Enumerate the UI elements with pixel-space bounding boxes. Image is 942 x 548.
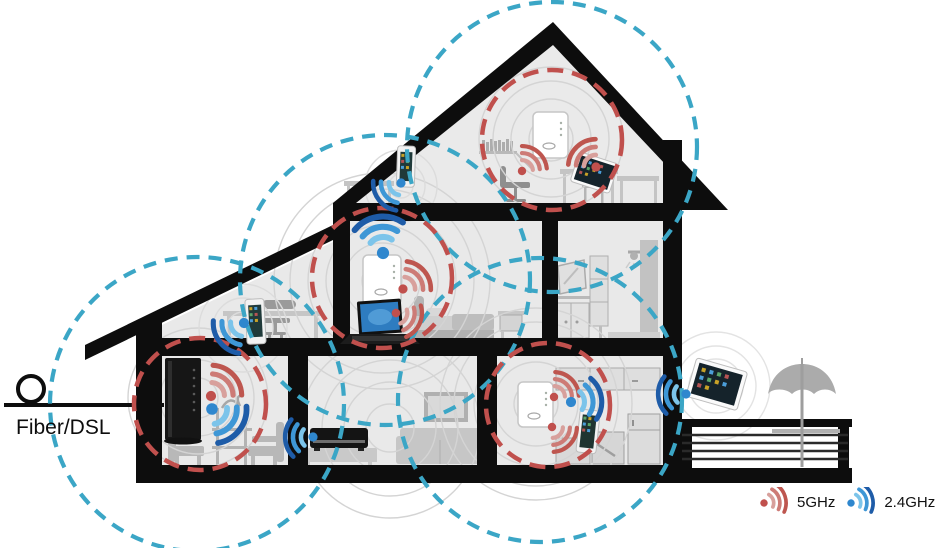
wifi-2-4ghz-signal-icon xyxy=(565,375,605,422)
brand-logo xyxy=(542,142,556,150)
ripple-circle xyxy=(439,307,633,501)
wifi-2-4ghz-signal-icon xyxy=(282,417,318,459)
wall-extender-attic xyxy=(532,111,569,159)
coverage-circle-5ghz xyxy=(131,335,269,473)
legend-item-5ghz: 5GHz xyxy=(756,482,836,517)
coverage-circle-2-4ghz xyxy=(47,254,347,548)
ripple-circle xyxy=(661,331,771,441)
wifi-5ghz-icon xyxy=(756,482,794,517)
wifi-2-4ghz-signal-icon xyxy=(655,374,691,416)
brand-logo xyxy=(374,288,388,296)
ripple-circle xyxy=(492,80,610,198)
furniture xyxy=(168,139,661,466)
wifi-2.4ghz-icon xyxy=(843,482,881,517)
fiber-cable-loop xyxy=(16,374,46,404)
wifi-5ghz-signal-icon xyxy=(205,362,245,402)
coverage-circle-2-4ghz xyxy=(395,255,685,545)
wifi-2-4ghz-signal-icon xyxy=(351,213,406,260)
ripple-circle xyxy=(198,283,288,373)
fiber-modem-router xyxy=(164,358,202,445)
roof-left-slope xyxy=(333,22,553,203)
set-top-box xyxy=(310,428,368,451)
attic-floor-slab xyxy=(333,203,682,221)
wall-extender-kitchen xyxy=(517,381,554,428)
bathroom-cabinet xyxy=(589,255,609,327)
fridge xyxy=(627,413,661,465)
wifi-2-4ghz-signal-icon xyxy=(847,482,876,514)
devices xyxy=(164,111,748,455)
laptop xyxy=(340,298,420,344)
tablet-patio xyxy=(685,357,748,411)
coverage-circle-2-4ghz xyxy=(404,0,700,295)
legend: 5GHz 2.4GHz xyxy=(756,482,936,517)
shower-head xyxy=(630,252,638,260)
coverage-circles xyxy=(47,0,700,548)
wifi-5ghz-signal-icon xyxy=(565,136,601,172)
fiber-dsl-label: Fiber/DSL xyxy=(16,416,111,439)
roof-right-slope xyxy=(553,22,728,210)
wifi-5ghz-signal-icon xyxy=(547,422,580,454)
brand-logo xyxy=(527,412,541,420)
legend-item-2-4ghz: 2.4GHz xyxy=(843,482,936,517)
nightstand xyxy=(498,311,524,338)
wall-extender-bedroom xyxy=(362,254,402,306)
coverage-circle-5ghz xyxy=(479,67,625,213)
deck xyxy=(676,419,852,483)
ground-slab xyxy=(136,465,682,483)
coverage-circle-2-4ghz xyxy=(237,132,533,428)
bedroom-left-wall xyxy=(333,203,350,338)
bathroom-wall xyxy=(542,221,558,338)
wifi-5ghz-signal-icon xyxy=(398,259,434,294)
legend-label-2-4ghz: 2.4GHz xyxy=(884,493,936,511)
wifi-2-4ghz-signal-icon xyxy=(206,403,250,446)
wifi-5ghz-signal-icon xyxy=(760,482,788,514)
armchair-right xyxy=(248,422,284,465)
coverage-circle-5ghz xyxy=(483,340,613,470)
coverage-circle-5ghz xyxy=(309,205,455,351)
umbrella xyxy=(768,358,836,467)
structure xyxy=(4,22,852,483)
ripple-circle xyxy=(365,403,415,453)
wifi-5ghz-signal-icon xyxy=(517,143,549,176)
attic-desk-far-right xyxy=(617,176,659,203)
legend-label-5ghz: 5GHz xyxy=(797,493,836,511)
sofa xyxy=(396,428,484,464)
smartphone-kitchen xyxy=(575,408,601,455)
shower-tray xyxy=(608,332,660,338)
